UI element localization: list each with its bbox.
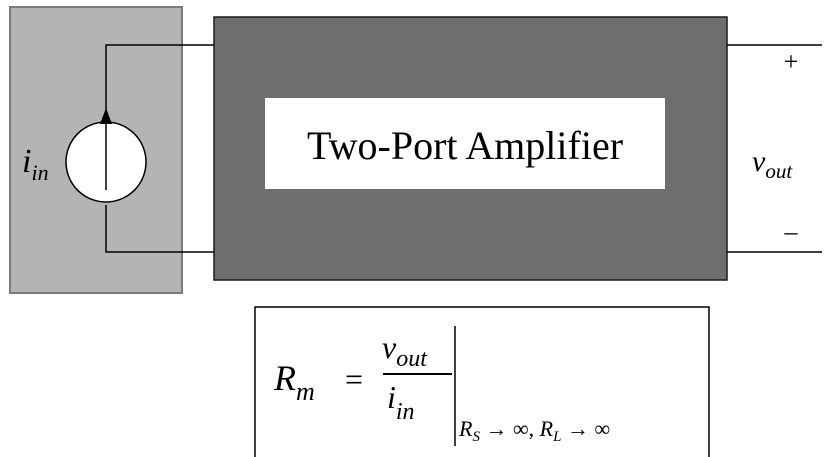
- input-wire-top: [105, 44, 214, 119]
- formula-equals: =: [345, 361, 363, 397]
- formula-condition: RS → ∞, RL → ∞: [458, 416, 610, 445]
- source-current-label: iin: [22, 143, 49, 185]
- output-voltage-label: vout: [752, 145, 793, 183]
- formula-numerator: vout: [382, 329, 428, 372]
- current-source-icon: [65, 108, 147, 203]
- formula-box: [254, 306, 710, 457]
- transresistance-formula: Rm = vout iin RS → ∞, RL → ∞: [273, 326, 610, 446]
- input-wire-bottom: [105, 205, 214, 253]
- amplifier-label: Two-Port Amplifier: [307, 123, 623, 168]
- amplifier-label-background: [265, 98, 665, 189]
- output-plus-sign: +: [784, 47, 799, 76]
- formula-lhs: Rm: [273, 358, 315, 406]
- formula-denominator: iin: [387, 379, 415, 425]
- output-minus-sign: –: [784, 217, 799, 246]
